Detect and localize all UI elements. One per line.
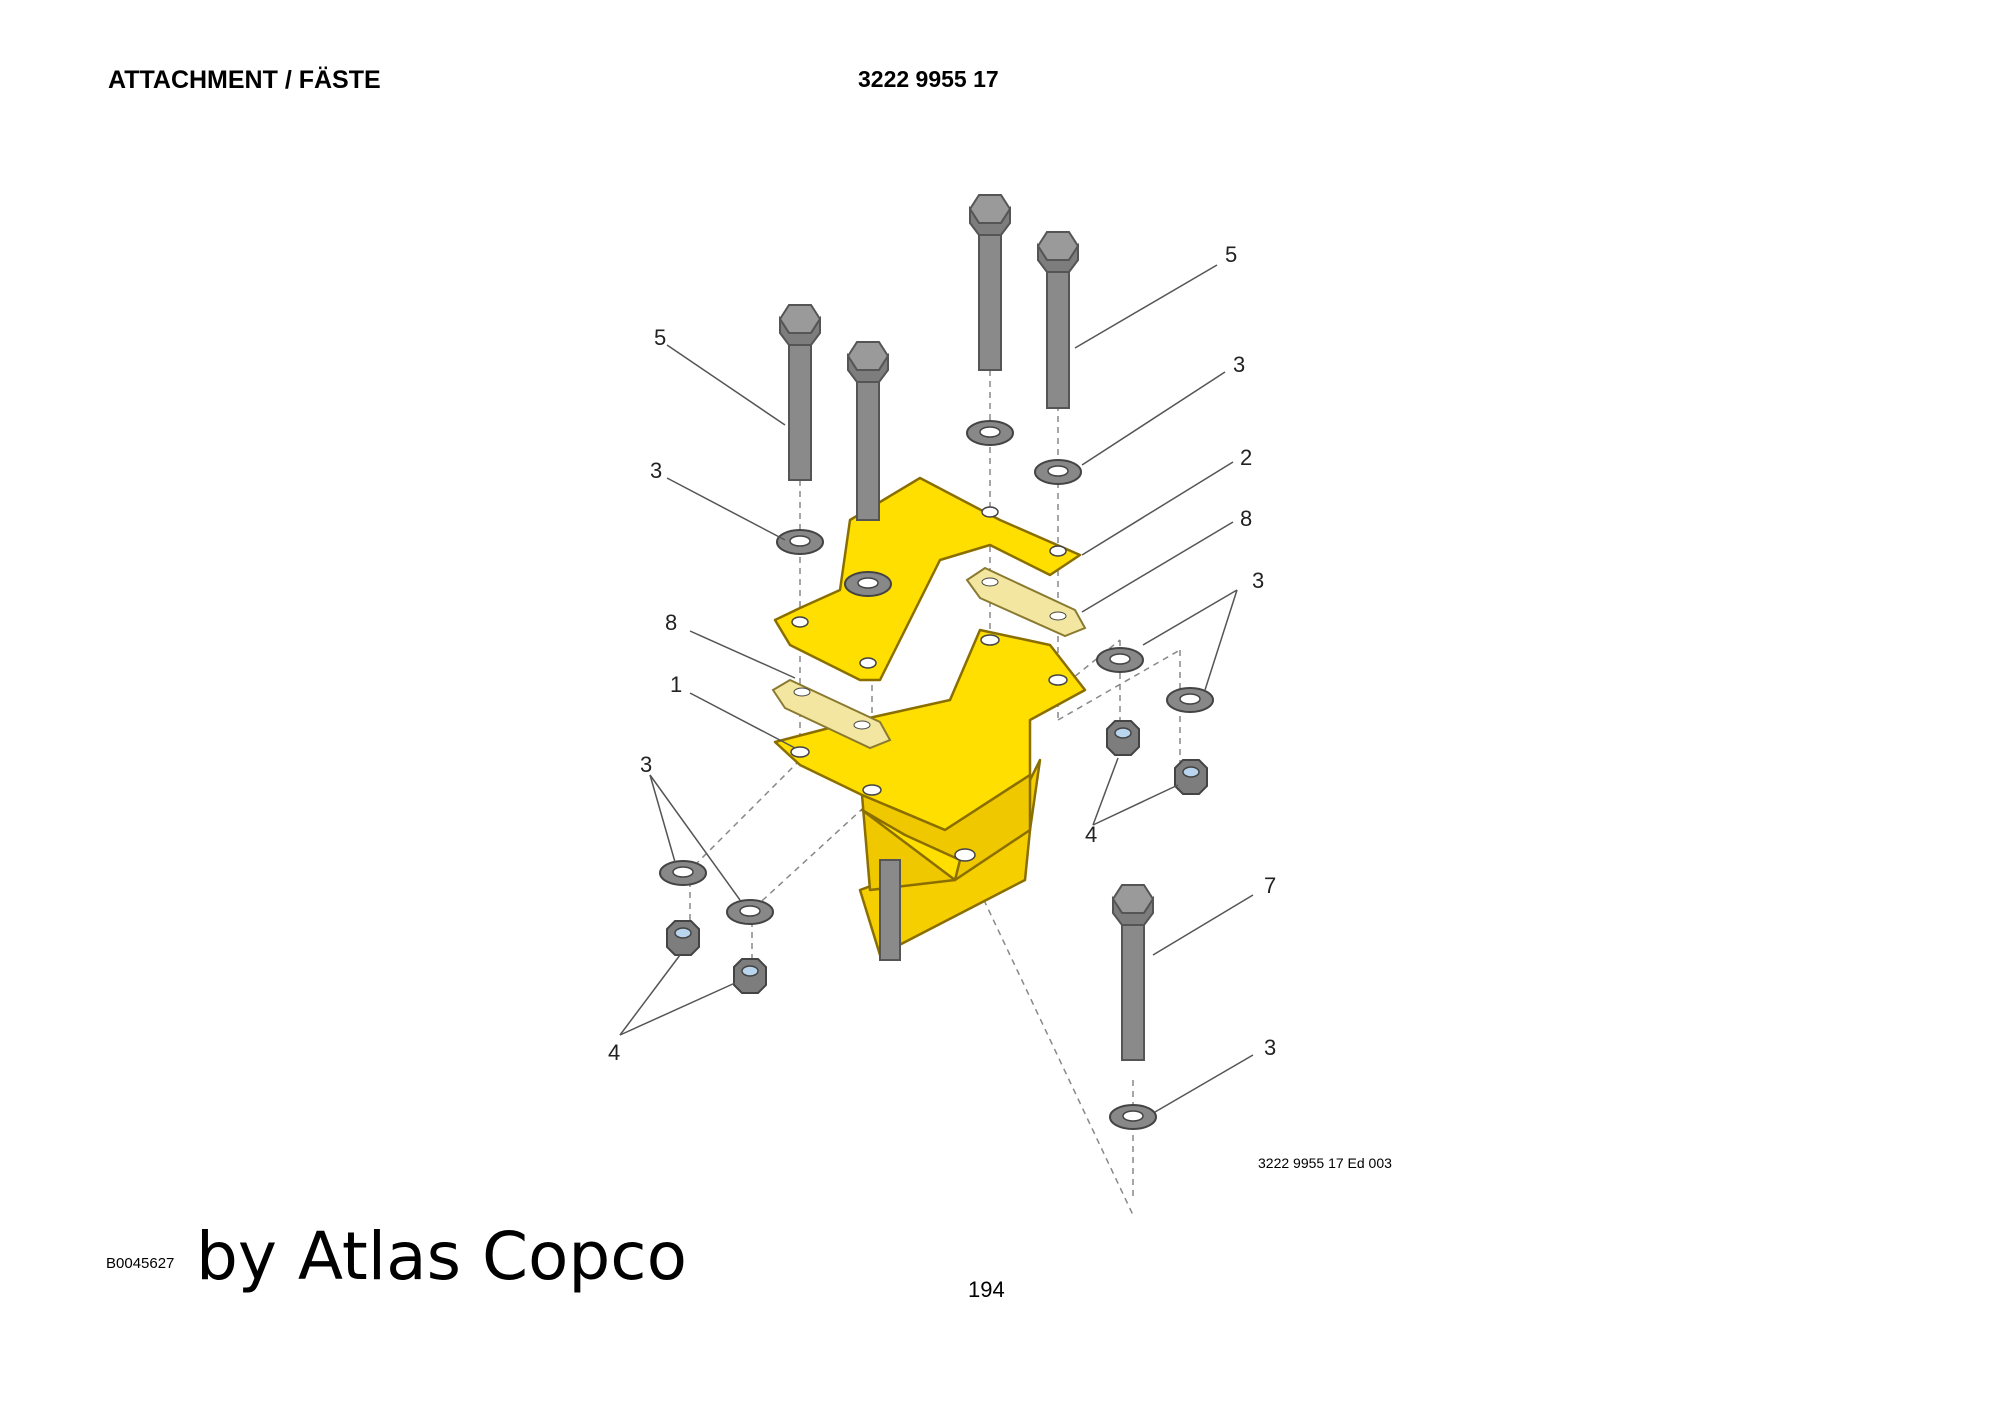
bolt-7 <box>1112 884 1154 1061</box>
leader-lines <box>619 264 1254 1113</box>
callout-label: 4 <box>1085 822 1097 847</box>
bracket-upper-holes <box>791 506 1067 669</box>
callout-label: 2 <box>1240 445 1252 470</box>
washer-3-h <box>726 899 774 925</box>
bolt-lower-shaft <box>879 859 901 961</box>
callout-label: 3 <box>650 458 662 483</box>
bracket-lower-holes <box>790 634 1068 862</box>
spacer-plate-right <box>965 566 1087 638</box>
callout-label: 3 <box>1264 1035 1276 1060</box>
bolt-5-b <box>847 341 889 521</box>
nut-4-b <box>1174 759 1208 795</box>
callout-label: 5 <box>654 325 666 350</box>
callout-label: 1 <box>670 672 682 697</box>
nut-4-c <box>666 920 700 956</box>
callout-label: 8 <box>665 610 677 635</box>
bolt-5-c <box>969 194 1011 371</box>
brand-text: by Atlas Copco <box>196 1218 687 1295</box>
washer-3-c <box>966 420 1014 446</box>
bolt-5-a <box>779 304 821 481</box>
page-number: 194 <box>968 1277 1005 1302</box>
callout-label: 5 <box>1225 242 1237 267</box>
callout-label: 8 <box>1240 506 1252 531</box>
washer-3-g <box>659 860 707 886</box>
nut-4-d <box>733 958 767 994</box>
callout-label: 3 <box>1252 568 1264 593</box>
bolt-5-d <box>1037 231 1079 409</box>
callout-label: 3 <box>640 752 652 777</box>
callout-label: 4 <box>608 1040 620 1065</box>
washer-3-a <box>776 529 824 555</box>
document-number: 3222 9955 17 <box>858 66 999 92</box>
nut-4-a <box>1106 720 1140 756</box>
spacer-plate-left <box>771 678 892 750</box>
washer-3-d <box>1034 459 1082 485</box>
edition-code: 3222 9955 17 Ed 003 <box>1258 1155 1392 1171</box>
callout-label: 3 <box>1233 352 1245 377</box>
bracket-lower <box>773 628 1087 957</box>
washer-3-e <box>1096 647 1144 673</box>
washer-3-i <box>1109 1104 1157 1130</box>
washer-3-b <box>844 571 892 597</box>
image-code: B0045627 <box>106 1255 175 1272</box>
callout-label: 7 <box>1264 873 1276 898</box>
washer-3-f <box>1166 687 1214 713</box>
bracket-upper <box>773 476 1082 682</box>
page-title: ATTACHMENT / FÄSTE <box>108 66 381 94</box>
callout-labels: 5 5 3 3 2 8 3 8 1 3 4 4 7 3 <box>608 242 1276 1065</box>
